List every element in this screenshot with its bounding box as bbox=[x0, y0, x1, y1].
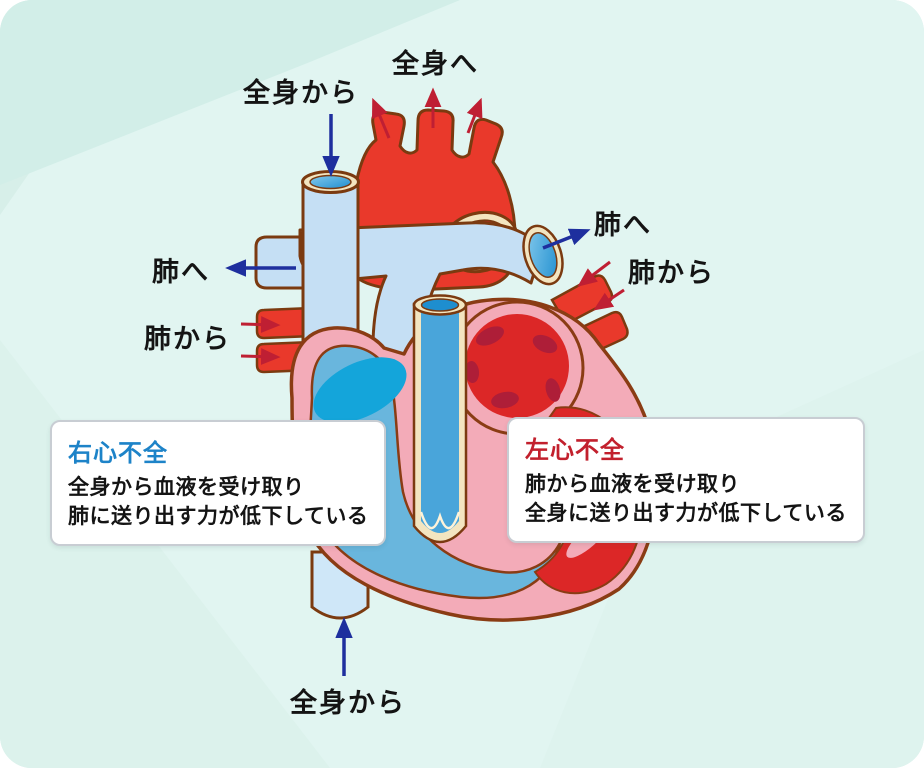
left-pulmonary-artery-stub bbox=[254, 235, 314, 290]
callout-body-line2: 肺に送り出す力が低下している bbox=[68, 503, 369, 528]
flow-arrows bbox=[225, 87, 625, 676]
callout-body-line2: 全身に送り出す力が低下している bbox=[525, 500, 847, 525]
label-to-body: 全身へ bbox=[392, 49, 479, 80]
callout-right-heart-failure: 右心不全 全身から血液を受け取り 肺に送り出す力が低下している bbox=[50, 420, 387, 546]
callout-body-line1: 肺から血液を受け取り bbox=[525, 472, 740, 496]
label-from-body-bottom: 全身から bbox=[290, 688, 406, 719]
valve-cusps bbox=[419, 511, 461, 530]
arrow-from-lung-right-1 bbox=[577, 260, 611, 287]
arrow-from-lung-right-2 bbox=[593, 288, 625, 311]
arrow-to-lung-right bbox=[542, 228, 591, 250]
callout-body-line1: 全身から血液を受け取り bbox=[68, 475, 305, 499]
arrow-to-body-1 bbox=[372, 97, 391, 139]
label-from-lung-left: 肺から bbox=[144, 324, 231, 355]
callout-title-left-heart-failure: 左心不全 bbox=[525, 436, 625, 464]
arrow-from-lung-left-1 bbox=[240, 316, 281, 333]
label-to-lung-left: 肺へ bbox=[152, 257, 210, 288]
pulmonary-valve-tube bbox=[412, 294, 468, 544]
label-to-lung-right: 肺へ bbox=[594, 210, 652, 241]
arrow-from-lung-left-2 bbox=[240, 348, 281, 365]
arrow-to-body-3 bbox=[466, 97, 483, 134]
superior-vena-cava bbox=[301, 170, 360, 354]
left-atrium bbox=[449, 300, 585, 436]
label-from-body-top: 全身から bbox=[243, 78, 359, 109]
callout-title-right-heart-failure: 右心不全 bbox=[68, 439, 168, 467]
label-from-lung-right: 肺から bbox=[628, 258, 715, 289]
right-atrium-inlet bbox=[313, 357, 407, 423]
callout-left-heart-failure: 左心不全 肺から血液を受け取り 全身に送り出す力が低下している bbox=[507, 417, 865, 543]
